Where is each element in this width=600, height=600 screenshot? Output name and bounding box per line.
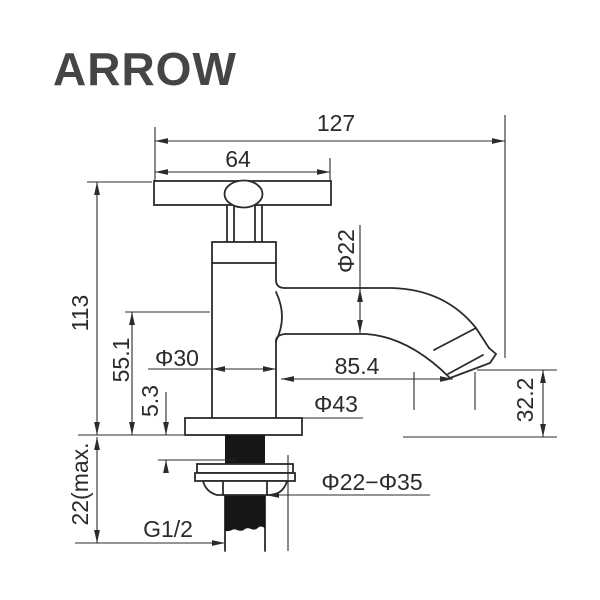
dim-spout-tube-diameter: Φ22 — [333, 225, 363, 333]
lock-nut — [194, 472, 296, 496]
handle-hub — [223, 179, 264, 209]
spout — [284, 287, 498, 379]
dim-mounting-hole-range-label: Φ22−Φ35 — [321, 469, 422, 495]
dim-spout-center-height: 55.1 — [108, 311, 210, 435]
washer — [196, 463, 294, 474]
dim-spout-center-height-label: 55.1 — [108, 338, 134, 383]
base-flange — [184, 417, 303, 436]
dim-outlet-height-label: 32.2 — [512, 378, 538, 423]
aerator-cap — [449, 347, 498, 379]
dim-outlet-height: 32.2 — [403, 369, 557, 438]
bonnet — [211, 241, 277, 264]
dim-mounting-hole-range: Φ22−Φ35 — [266, 455, 430, 551]
dim-spout-reach-label: 85.4 — [335, 353, 380, 379]
dim-spout-reach: 85.4 — [281, 353, 476, 410]
dim-total-height-label: 113 — [67, 295, 93, 332]
faucet-outline — [153, 179, 498, 552]
dim-spout-tube-diameter-label: Φ22 — [333, 229, 359, 273]
dim-handle-width-label: 64 — [225, 146, 251, 172]
dim-flange-offset-label: 5.3 — [137, 385, 163, 417]
body-column — [211, 262, 286, 419]
valve-stem — [226, 205, 263, 243]
dim-base-diameter-label: Φ43 — [314, 391, 358, 417]
dim-flange-offset: 5.3 — [137, 385, 235, 473]
dim-max-deck-thickness-label: 22(max. — [67, 442, 93, 525]
dim-overall-width: 127 — [154, 110, 506, 358]
dim-handle-width: 64 — [155, 146, 331, 181]
dim-inlet-thread: G1/2 — [143, 516, 193, 542]
threaded-shank — [224, 435, 266, 552]
dim-overall-width-label: 127 — [317, 110, 355, 136]
dim-body-diameter-label: Φ30 — [155, 345, 199, 371]
dim-total-height: 113 — [67, 181, 185, 436]
aerator-seam — [447, 354, 484, 375]
dim-max-deck-thickness: 22(max. — [67, 437, 225, 546]
dim-body-diameter: Φ30 — [148, 345, 276, 372]
dim-inlet-thread-label: G1/2 — [143, 516, 193, 542]
brand-logo: ARROW — [53, 43, 237, 95]
dim-base-diameter: Φ43 — [302, 391, 363, 419]
